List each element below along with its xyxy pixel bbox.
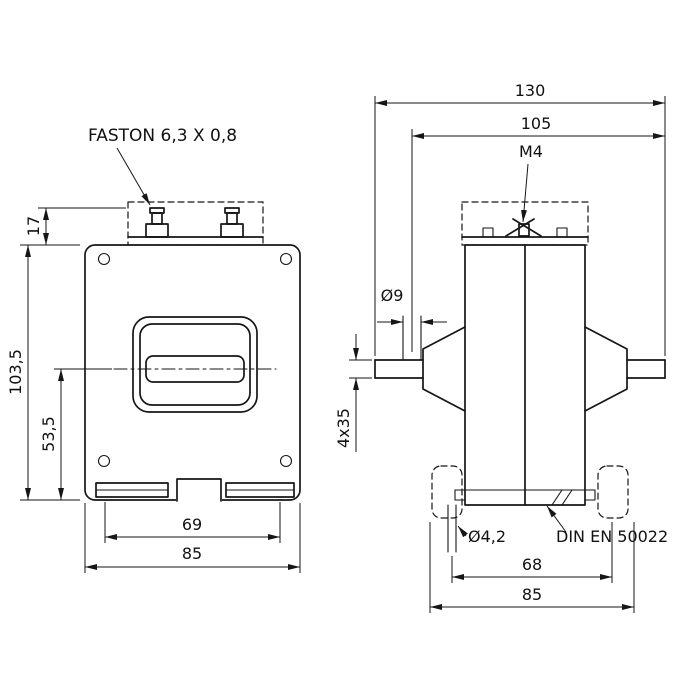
corner-hole-top-right bbox=[279, 252, 293, 266]
label-foot-hole-dia: Ø4,2 bbox=[468, 527, 506, 546]
label-bar-hole-dia: Ø9 bbox=[381, 286, 404, 305]
bottom-notch bbox=[176, 478, 222, 502]
label-m4: M4 bbox=[519, 142, 543, 161]
window-opening-inner bbox=[139, 323, 251, 406]
window-opening-outer bbox=[132, 316, 258, 413]
label-faston: FASTON 6,3 X 0,8 bbox=[88, 126, 237, 146]
dim-bar-span: 105 bbox=[521, 114, 552, 133]
side-dimensions: 130 105 M4 Ø9 4x35 Ø4,2 DIN EN 50022 68 … bbox=[334, 81, 668, 613]
dim-center-to-base: 53,5 bbox=[39, 416, 58, 452]
front-dimensions: 17 103,5 53,5 69 85 FASTON 6,3 X 0,8 bbox=[6, 126, 301, 573]
terminal-screw bbox=[505, 218, 542, 237]
side-view bbox=[374, 201, 666, 553]
dim-total-height: 103,5 bbox=[6, 349, 25, 395]
label-bar-slot: 4x35 bbox=[334, 408, 353, 448]
boss-left bbox=[422, 326, 466, 412]
dim-base-width: 85 bbox=[522, 585, 542, 604]
primary-bar-left bbox=[374, 359, 424, 379]
corner-hole-top-left bbox=[97, 252, 111, 266]
notch-mask bbox=[176, 478, 222, 502]
dim-terminal-height: 17 bbox=[24, 216, 43, 236]
corner-hole-bottom-right bbox=[279, 454, 293, 468]
dim-hole-span: 68 bbox=[522, 555, 542, 574]
din-clip-right bbox=[597, 465, 629, 519]
boss-right bbox=[584, 326, 628, 412]
din-clip-left bbox=[431, 465, 463, 519]
front-view bbox=[84, 201, 301, 502]
dim-front-width: 85 bbox=[182, 544, 202, 563]
terminal-left bbox=[145, 207, 169, 238]
dim-inner-width: 69 bbox=[182, 515, 202, 534]
tab-edge-right bbox=[556, 227, 568, 238]
body-outline bbox=[84, 244, 301, 501]
corner-hole-bottom-left bbox=[97, 454, 111, 468]
primary-bar-right bbox=[626, 359, 666, 379]
tab-edge-left bbox=[482, 227, 494, 238]
terminal-right bbox=[220, 207, 244, 238]
dim-overall-width: 130 bbox=[515, 81, 546, 100]
